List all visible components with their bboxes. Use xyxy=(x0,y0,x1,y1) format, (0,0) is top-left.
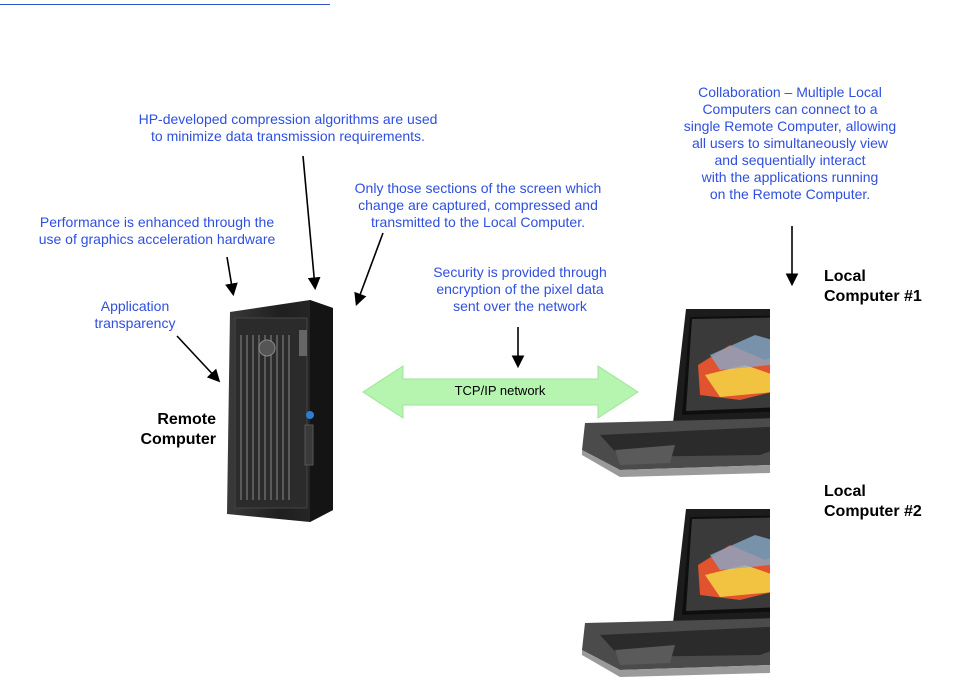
local-computer-1-label: Local Computer #1 xyxy=(824,268,922,305)
tcpip-network-arrow xyxy=(362,365,639,419)
tcpip-network-label: TCP/IP network xyxy=(454,383,546,398)
changes-arrow xyxy=(354,232,384,306)
remote-computer-tower xyxy=(227,300,333,522)
local-computer-2-laptop xyxy=(582,509,770,677)
collaboration-note: Collaboration – Multiple Local Computers… xyxy=(683,84,897,202)
local-computer-2-label: Local Computer #2 xyxy=(824,483,922,520)
top-link-underline[interactable] xyxy=(0,0,330,5)
compression-note: HP-developed compression algorithms are … xyxy=(138,111,438,144)
remote-computer-label: Remote Computer xyxy=(140,411,216,448)
compression-arrow xyxy=(302,155,321,291)
transparency-note: Application transparency xyxy=(94,298,176,331)
local-computer-1-laptop xyxy=(582,309,770,477)
performance-note: Performance is enhanced through the use … xyxy=(38,214,276,247)
performance-arrow xyxy=(225,256,238,297)
screen-changes-note: Only those sections of the screen which … xyxy=(354,180,602,230)
transparency-arrow xyxy=(176,335,221,383)
security-note: Security is provided through encryption … xyxy=(433,264,607,314)
